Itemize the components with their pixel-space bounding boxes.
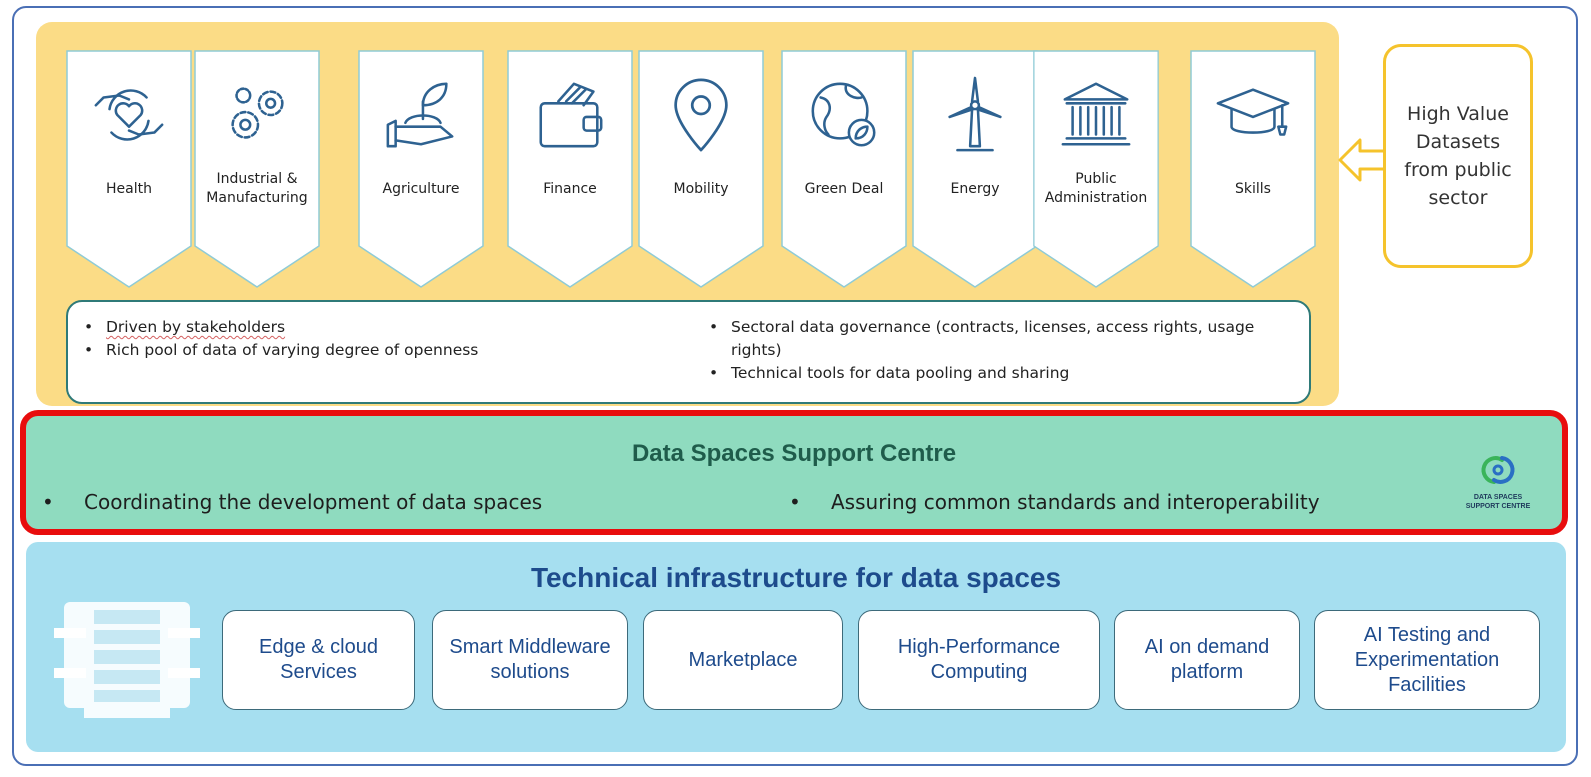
dssc-logo-icon (1481, 456, 1515, 484)
dssc-logo: DATA SPACES SUPPORT CENTRE (1446, 452, 1550, 522)
heart-hands-icon (94, 89, 164, 141)
feature-item: Technical tools for data pooling and sha… (693, 362, 1293, 385)
sector-mobility: Mobility (638, 50, 764, 288)
high-value-datasets-text: High Value Datasets from public sector (1404, 103, 1512, 209)
gears-icon (231, 87, 284, 139)
sector-skills: Skills (1190, 50, 1316, 288)
sector-label: Finance (543, 180, 597, 197)
infrastructure-title: Technical infrastructure for data spaces (530, 562, 1062, 593)
map-pin-icon (674, 78, 728, 152)
sector-label: Health (106, 180, 152, 197)
sector-green-deal: Green Deal (781, 50, 907, 288)
infra-item-smart-middleware: Smart Middleware solutions (432, 610, 628, 710)
infrastructure-panel: Technical infrastructure for data spaces… (26, 542, 1566, 752)
feature-item: Sectoral data governance (contracts, lic… (693, 316, 1293, 362)
sector-agriculture: Agriculture (358, 50, 484, 288)
infra-item-hpc: High-Performance Computing (858, 610, 1100, 710)
infra-item-edge-cloud: Edge & cloud Services (222, 610, 415, 710)
seedling-hand-icon (386, 82, 454, 148)
dssc-logo-text-line2: SUPPORT CENTRE (1465, 503, 1531, 510)
sector-energy: Energy (912, 50, 1038, 288)
sector-label: Public Administration (1044, 171, 1148, 206)
support-centre-bullet: •Coordinating the development of data sp… (42, 490, 543, 514)
sector-label: Green Deal (804, 180, 884, 197)
sector-public-administration: Public Administration (1033, 50, 1159, 288)
sector-label: Energy (950, 180, 1000, 197)
sector-label: Agriculture (382, 180, 460, 197)
infra-item-ai-testing: AI Testing and Experimentation Facilitie… (1314, 610, 1540, 710)
support-centre-title: Data Spaces Support Centre (631, 440, 957, 467)
diagram-frame (12, 6, 1578, 766)
wind-turbine-icon (948, 76, 1002, 152)
government-building-icon (1061, 82, 1131, 146)
graduation-cap-icon (1216, 88, 1290, 136)
dssc-logo-text-line1: DATA SPACES (1473, 494, 1523, 501)
wallet-icon (539, 82, 603, 148)
infra-item-ai-on-demand: AI on demand platform (1114, 610, 1300, 710)
server-rack-icon (54, 602, 200, 718)
features-list-left: Driven by stakeholders Rich pool of data… (68, 316, 668, 362)
sector-health: Health (66, 50, 192, 288)
sector-label: Mobility (673, 180, 729, 197)
sector-finance: Finance (507, 50, 633, 288)
feature-item: Rich pool of data of varying degree of o… (68, 339, 668, 362)
infra-item-marketplace: Marketplace (643, 610, 843, 710)
hollow-arrow-left-icon (1338, 138, 1388, 182)
support-centre-panel: Data Spaces Support Centre •Coordinating… (20, 410, 1568, 535)
sector-features-box: Driven by stakeholders Rich pool of data… (66, 300, 1311, 404)
sector-industrial-manufacturing: Industrial & Manufacturing (194, 50, 320, 288)
sector-label: Industrial & Manufacturing (206, 171, 308, 206)
features-list-right: Sectoral data governance (contracts, lic… (693, 316, 1293, 385)
globe-leaf-icon (811, 82, 876, 147)
feature-item: Driven by stakeholders (68, 316, 668, 339)
high-value-datasets-box: High Value Datasets from public sector (1383, 44, 1533, 268)
support-centre-bullet: •Assuring common standards and interoper… (789, 490, 1320, 514)
sector-label: Skills (1235, 180, 1271, 197)
